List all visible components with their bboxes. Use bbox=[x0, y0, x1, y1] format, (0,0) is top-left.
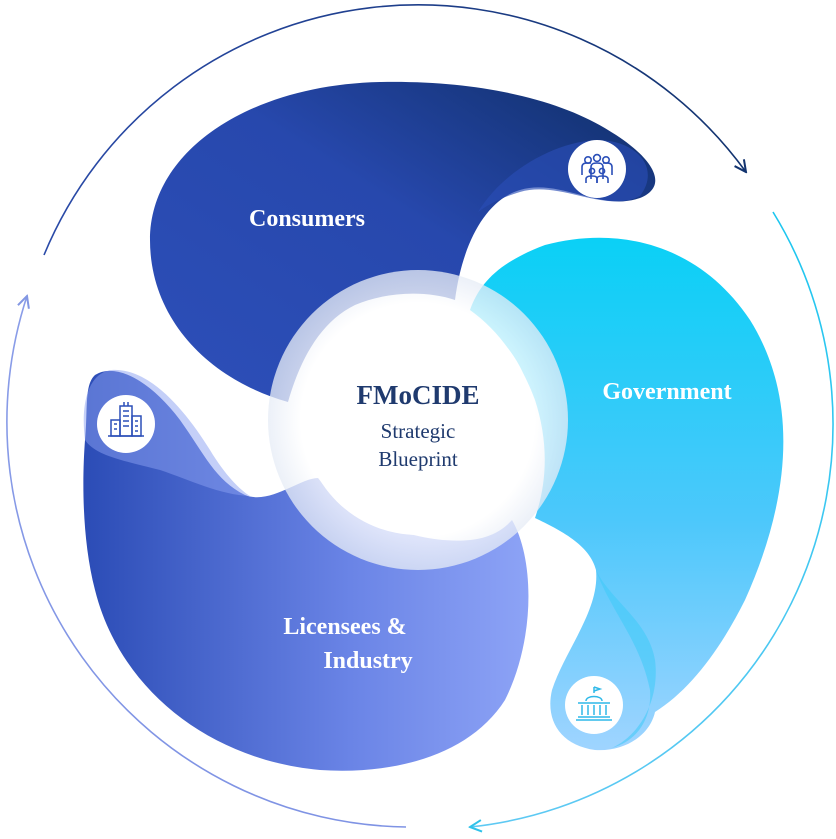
cycle-arrow-right bbox=[470, 211, 834, 827]
center-title: FMoCIDE bbox=[357, 380, 480, 410]
label-licensees-line1: Licensees & bbox=[283, 614, 406, 640]
label-consumers: Consumers bbox=[249, 206, 365, 232]
government-building-icon bbox=[576, 686, 612, 721]
center-subtitle-line1: Strategic bbox=[381, 419, 456, 443]
cycle-arrow-left bbox=[6, 296, 407, 828]
center-subtitle-line2: Blueprint bbox=[378, 447, 457, 471]
people-group-icon bbox=[581, 153, 613, 183]
center-circle[interactable] bbox=[303, 305, 533, 535]
segment-consumers[interactable] bbox=[150, 81, 656, 402]
cycle-arrow-top bbox=[43, 4, 746, 256]
badge-government[interactable] bbox=[565, 676, 623, 734]
badge-consumers[interactable] bbox=[568, 140, 626, 198]
office-buildings-icon bbox=[108, 402, 144, 437]
label-government: Government bbox=[602, 379, 731, 405]
segment-government-tail bbox=[596, 570, 656, 748]
badge-licensees[interactable] bbox=[97, 395, 155, 453]
label-licensees-line2: Industry bbox=[323, 648, 412, 674]
